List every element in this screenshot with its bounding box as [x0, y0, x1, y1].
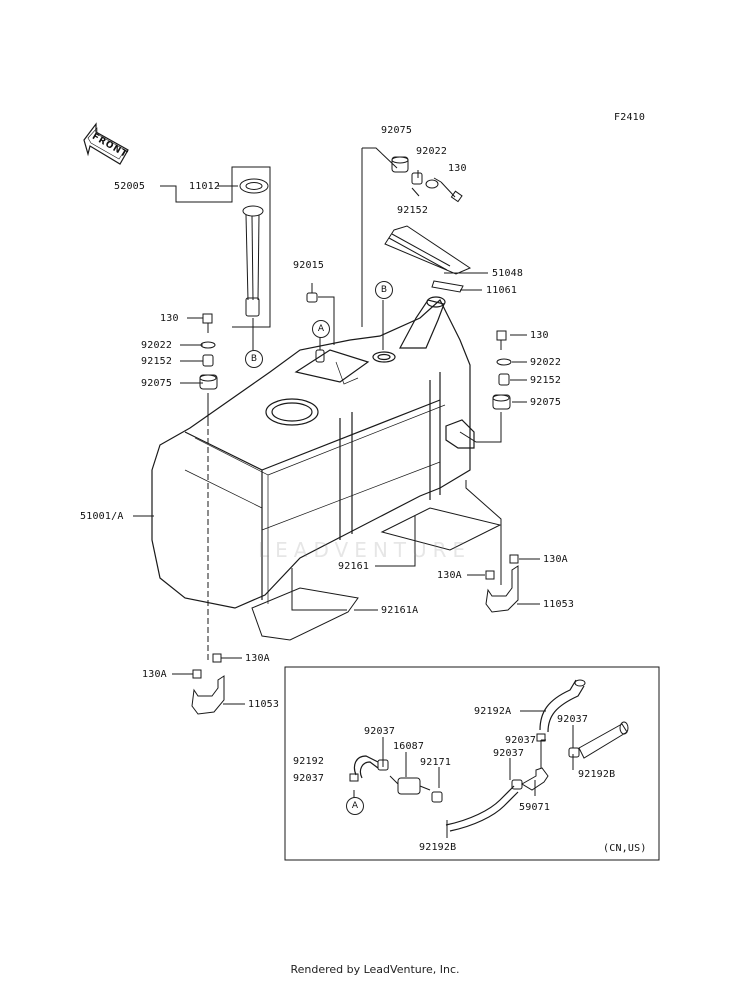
- bracket-left: [191, 653, 225, 715]
- part-label[interactable]: 92075: [381, 125, 413, 136]
- fuel-tank-body: [151, 296, 475, 609]
- callout-a-inset: A: [346, 797, 364, 815]
- pad-11061: [431, 280, 464, 293]
- right-mount-hardware: [492, 330, 512, 410]
- vent-fitting: [315, 349, 325, 363]
- fuel-sender-unit: [239, 178, 269, 317]
- front-arrow-icon: [83, 122, 129, 165]
- part-label[interactable]: 92075: [141, 378, 173, 389]
- part-label[interactable]: 92022: [141, 340, 173, 351]
- part-label[interactable]: 52005: [114, 181, 146, 192]
- part-label[interactable]: 16087: [393, 741, 425, 752]
- leader-lines: [133, 147, 574, 838]
- pad-92161a: [251, 587, 359, 641]
- part-label[interactable]: 92075: [530, 397, 562, 408]
- part-label[interactable]: 92152: [530, 375, 562, 386]
- part-label[interactable]: 92161A: [381, 605, 419, 616]
- part-label[interactable]: 51048: [492, 268, 524, 279]
- part-label[interactable]: 92192: [293, 756, 325, 767]
- callout-b-tank: B: [375, 281, 393, 299]
- fuel-tank-cover: [384, 225, 472, 275]
- part-label[interactable]: 92171: [420, 757, 452, 768]
- callout-b-sender: B: [245, 350, 263, 368]
- footer-credit: Rendered by LeadVenture, Inc.: [290, 963, 460, 976]
- part-label[interactable]: 92022: [416, 146, 448, 157]
- figure-code: F2410: [614, 112, 646, 123]
- watermark: LEADVENTURE: [258, 538, 472, 562]
- part-label[interactable]: 92192B: [419, 842, 457, 853]
- part-label[interactable]: 11061: [486, 285, 518, 296]
- part-label[interactable]: 11053: [248, 699, 280, 710]
- part-label[interactable]: 11012: [189, 181, 221, 192]
- part-label[interactable]: 92022: [530, 357, 562, 368]
- part-label[interactable]: 130A: [142, 669, 167, 680]
- part-label[interactable]: 92152: [141, 356, 173, 367]
- part-label[interactable]: 130: [530, 330, 549, 341]
- part-label[interactable]: 92015: [293, 260, 325, 271]
- part-label[interactable]: 92037: [293, 773, 325, 784]
- part-label[interactable]: 92161: [338, 561, 370, 572]
- part-label[interactable]: 92037: [493, 748, 525, 759]
- part-label[interactable]: 130: [160, 313, 179, 324]
- part-label[interactable]: 92037: [364, 726, 396, 737]
- pad-92161: [380, 507, 502, 551]
- part-label[interactable]: 130A: [543, 554, 568, 565]
- part-label[interactable]: 92192B: [578, 769, 616, 780]
- part-label[interactable]: 11053: [543, 599, 575, 610]
- region-note: (CN,US): [603, 843, 647, 854]
- bolt-92015: [306, 292, 318, 303]
- damper-hardware-top: [391, 156, 463, 203]
- part-label[interactable]: 130: [448, 163, 467, 174]
- part-label[interactable]: 92152: [397, 205, 429, 216]
- part-label[interactable]: 130A: [437, 570, 462, 581]
- callout-a-tank: A: [312, 320, 330, 338]
- part-label[interactable]: 92037: [505, 735, 537, 746]
- fuel-hoses-inset: [349, 679, 629, 832]
- part-label[interactable]: 51001/A: [80, 511, 124, 522]
- inset-box: [284, 666, 660, 861]
- part-label[interactable]: 59071: [519, 802, 551, 813]
- left-mount-hardware: [199, 313, 218, 390]
- part-label[interactable]: 92037: [557, 714, 589, 725]
- part-label[interactable]: 130A: [245, 653, 270, 664]
- part-label[interactable]: 92192A: [474, 706, 512, 717]
- bracket-right: [485, 554, 519, 613]
